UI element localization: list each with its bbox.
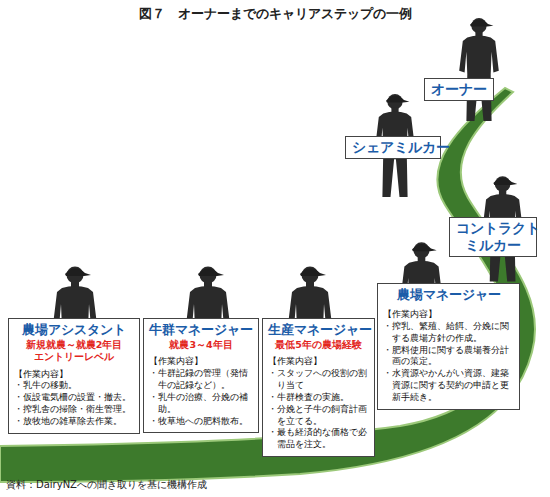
career-step-box: オーナー	[424, 78, 494, 101]
career-path	[0, 88, 535, 482]
source-caption: 資料：DairyNZへの聞き取りを基に機構作成	[6, 478, 207, 492]
step-period: 就農3～4年目	[149, 339, 253, 351]
task-text: ・最も経済的な価格で必需品を注文。	[268, 427, 369, 451]
task-text: ・分娩と子牛の飼育計画を立てる。	[268, 404, 369, 428]
task-text: ・スタッフへの役割の割り当て	[268, 368, 369, 392]
step-heading: 生産マネージャー	[268, 322, 369, 339]
task-text: ・牧草地への肥料散布。	[149, 416, 253, 428]
step-heading: 農場アシスタント	[14, 322, 134, 339]
step-period: 新規就農～就農2年目	[14, 339, 134, 351]
step-period: 最低5年の農場経験	[268, 339, 369, 351]
task-text: ・乳牛の移動。	[14, 380, 134, 392]
step-heading: シェアミルカー	[352, 139, 434, 156]
task-text: ・搾乳、繁殖、給餌、分娩に関する農場方針の作成。	[383, 321, 514, 345]
task-text: 【作業内容】	[149, 356, 253, 368]
career-step-box: コントラクト ミルカー	[449, 217, 537, 257]
task-text: ・放牧地の雑草除去作業。	[14, 416, 134, 428]
task-text: 【作業内容】	[383, 309, 514, 321]
task-text: ・水資源やかんがい資源、建築資源に関する契約の申請と更新手続き。	[383, 368, 514, 404]
task-text: ・乳牛の治療、分娩の補助。	[149, 392, 253, 416]
step-heading: コントラクト ミルカー	[456, 220, 530, 254]
task-text: 【作業内容】	[14, 369, 134, 381]
career-step-box: 農場アシスタント新規就農～就農2年目エントリーレベル【作業内容】・乳牛の移動。・…	[8, 318, 140, 434]
step-heading: 牛群マネージャー	[149, 322, 253, 339]
step-heading: オーナー	[431, 81, 487, 98]
career-step-box: シェアミルカー	[345, 136, 441, 159]
task-text: ・仮設電気柵の設置・撤去。	[14, 392, 134, 404]
figure-title: 図７ オーナーまでのキャリアステップの一例	[0, 5, 550, 23]
task-text: ・肥料使用に関する農場養分計画の策定。	[383, 345, 514, 369]
step-period: エントリーレベル	[14, 351, 134, 363]
career-step-box: 生産マネージャー最低5年の農場経験【作業内容】・スタッフへの役割の割り当て・牛群…	[262, 318, 375, 457]
career-step-box: 牛群マネージャー就農3～4年目【作業内容】・牛群記録の管理（発情牛の記録など）。…	[143, 318, 259, 433]
career-step-box: 農場マネージャー【作業内容】・搾乳、繁殖、給餌、分娩に関する農場方針の作成。・肥…	[377, 283, 520, 410]
step-heading: 農場マネージャー	[383, 287, 514, 304]
task-text: ・牛群検査の実施。	[268, 392, 369, 404]
task-text: ・牛群記録の管理（発情牛の記録など）。	[149, 368, 253, 392]
task-text: ・搾乳舎の掃除・衛生管理。	[14, 404, 134, 416]
task-text: 【作業内容】	[268, 356, 369, 368]
